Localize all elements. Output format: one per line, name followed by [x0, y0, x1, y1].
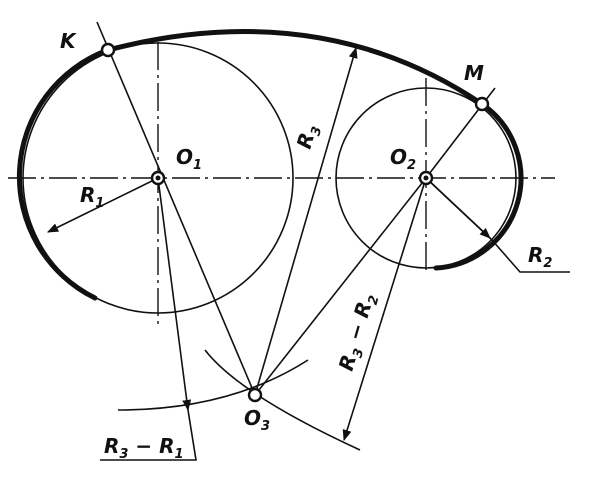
point-k-marker [100, 42, 116, 58]
point-o3-marker [247, 387, 263, 403]
point-m-marker [474, 96, 490, 112]
label-r3-minus-r1: R3 − R1 [104, 434, 184, 462]
label-o2: O2 [390, 145, 416, 173]
radius-r2-arrow [425, 177, 491, 239]
dimension-r3-r1-line [157, 177, 192, 412]
outline-arc-right [433, 101, 524, 271]
outline-arc-r3 [105, 29, 485, 107]
label-r2: R2 [528, 243, 552, 271]
circle-o1 [22, 42, 294, 314]
center-o2-dot [423, 175, 429, 181]
label-m: M [464, 61, 484, 85]
dimension-r3-r2-line [342, 177, 427, 442]
label-r3: R3 [292, 121, 326, 152]
label-r1: R1 [80, 183, 104, 211]
line-o3-o2 [254, 177, 427, 396]
label-k: K [60, 29, 77, 53]
dimension-r3-r1-leader [100, 409, 197, 461]
center-o1-dot [155, 175, 161, 181]
label-o3: O3 [244, 406, 270, 434]
auxiliary-arc-r3-r1 [117, 359, 309, 411]
label-r3-minus-r2: R3 − R2 [334, 290, 383, 374]
circle-o2 [335, 87, 517, 269]
radius-r3-line [254, 46, 358, 396]
radius-r1-line [46, 177, 159, 233]
line-o3-k [96, 21, 256, 396]
label-o1: O1 [176, 145, 202, 173]
outline-arc-left [16, 47, 111, 301]
